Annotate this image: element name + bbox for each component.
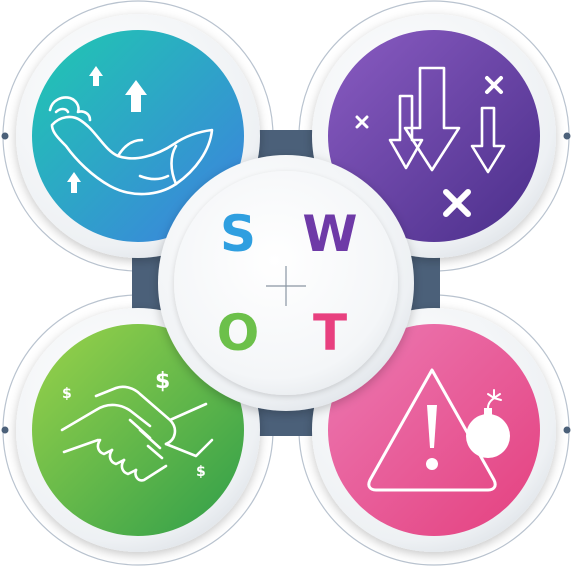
weaknesses-disc (328, 30, 540, 242)
orbit-dot (1, 132, 9, 140)
swot-letter-s: S (220, 205, 256, 263)
up-arrow-icon (67, 172, 81, 193)
x-mark-icon (443, 189, 471, 217)
up-arrow-icon (125, 80, 147, 112)
x-mark-icon (485, 76, 503, 94)
swot-letter-t: T (313, 304, 347, 362)
down-arrow-icon (403, 66, 461, 172)
down-arrows-icon (388, 66, 506, 174)
plus-divider-icon (266, 266, 306, 306)
orbit-dot (1, 426, 9, 434)
x-mark-icon (355, 115, 369, 129)
swot-letter-o: O (217, 304, 260, 362)
dollar-sign-icon: $ (155, 369, 170, 394)
x-mark-icons (355, 76, 503, 217)
up-arrow-icon (89, 66, 103, 86)
orbit-dot (563, 132, 571, 140)
warning-triangle-icon (367, 368, 497, 492)
strengths-disc (32, 30, 244, 242)
opportunities-disc (32, 324, 244, 536)
orbit-dots (1, 132, 571, 434)
up-arrow-icons (67, 66, 147, 193)
center-swot-circle: S W O T (158, 155, 414, 411)
exclamation-mark-icon (427, 405, 437, 448)
dollar-sign-icon: $ (62, 386, 72, 402)
bomb-icon (466, 389, 510, 458)
handshake-icon (60, 385, 214, 482)
down-arrow-icon (470, 106, 506, 174)
dollar-sign-icons: $ $ $ (62, 369, 206, 480)
flexed-arm-icon (48, 96, 214, 196)
dollar-sign-icon: $ (196, 464, 206, 480)
down-arrow-icon (388, 94, 424, 170)
orbit-dot (563, 426, 571, 434)
swot-letter-w: W (302, 205, 357, 263)
